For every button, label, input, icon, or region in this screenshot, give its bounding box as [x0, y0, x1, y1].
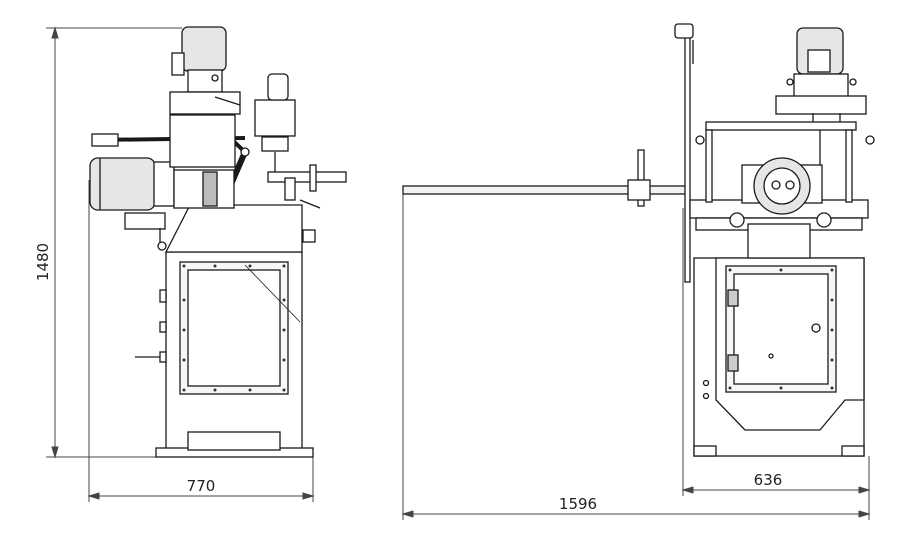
side-width-dimension-label: 770: [187, 477, 216, 495]
overall-length-dimension-label: 1596: [559, 495, 597, 513]
height-dimension-label: 1480: [34, 243, 52, 281]
front-width-dimension-label: 636: [754, 471, 783, 489]
side-top-motor: [181, 26, 227, 72]
dimension-lines: [46, 26, 871, 520]
dimension-labels: 1480 770 636 1596: [34, 243, 782, 513]
side-view: [89, 26, 347, 458]
front-view: [402, 23, 875, 457]
